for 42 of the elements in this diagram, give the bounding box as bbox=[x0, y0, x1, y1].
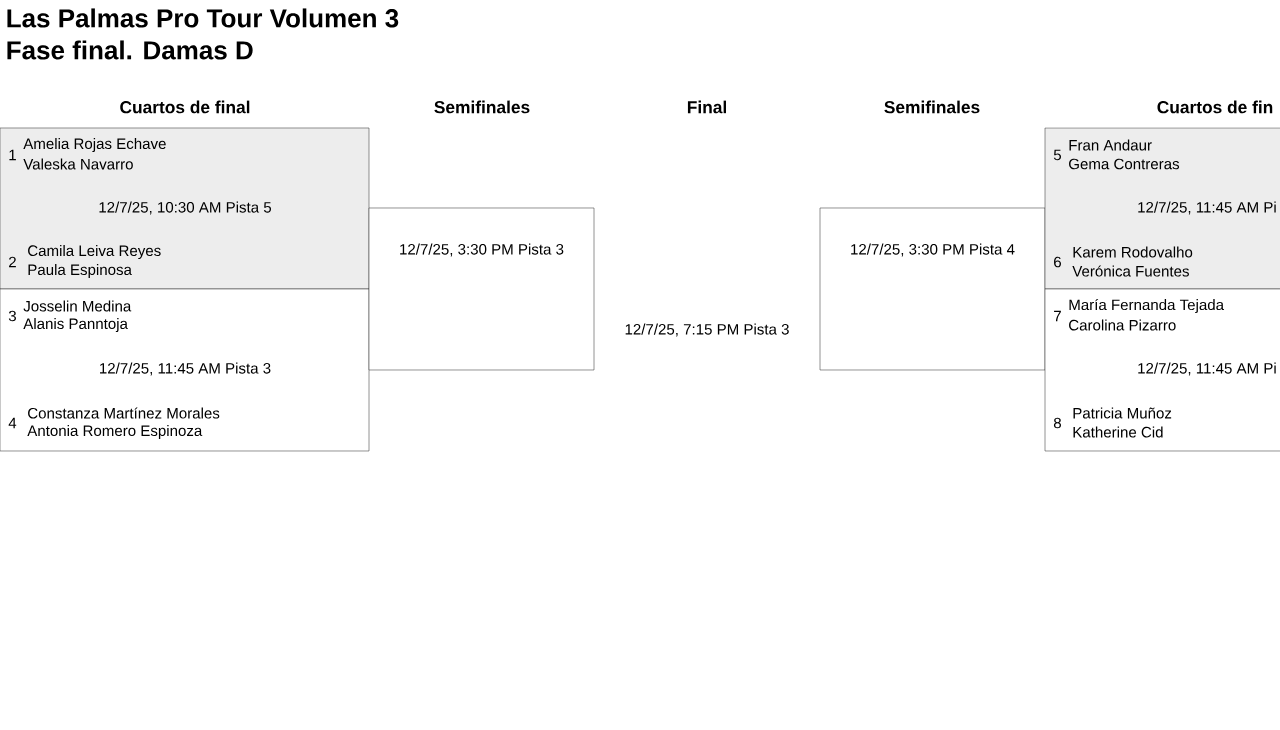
seed-number: 6 bbox=[1054, 256, 1061, 268]
column-header: Final bbox=[687, 100, 726, 114]
match-time: 12/7/25, 3:30 PM Pista 3 bbox=[400, 243, 564, 257]
seed-number: 5 bbox=[1053, 149, 1061, 161]
match-box bbox=[819, 207, 1046, 371]
player-name: Patricia Muñoz bbox=[1073, 407, 1172, 419]
match-time: 12/7/25, 3:30 PM Pista 4 bbox=[851, 243, 1015, 257]
player-name: Constanza Martínez Morales bbox=[28, 407, 220, 419]
match-box bbox=[368, 207, 595, 371]
seed-number: 3 bbox=[8, 310, 16, 322]
seed-number: 4 bbox=[8, 417, 17, 429]
match-time: 12/7/25, 11:45 AM Pi bbox=[1138, 201, 1276, 215]
player-name: Antonia Romero Espinoza bbox=[27, 424, 203, 439]
match-box bbox=[0, 127, 370, 290]
match-box bbox=[1044, 288, 1280, 452]
player-name: Gema Contreras bbox=[1069, 158, 1180, 170]
player-name: Alanis Panntoja bbox=[23, 317, 128, 332]
player-name: María Fernanda Tejada bbox=[1069, 298, 1224, 314]
player-name: Josselin Medina bbox=[23, 300, 132, 312]
seed-number: 2 bbox=[9, 256, 16, 268]
subtitle: Fase final. Damas D bbox=[7, 40, 253, 60]
seed-number: 1 bbox=[9, 149, 16, 161]
player-name: Paula Espinosa bbox=[28, 263, 132, 278]
match-time: 12/7/25, 11:45 AM Pista 3 bbox=[100, 362, 271, 376]
player-name: Valeska Navarro bbox=[23, 158, 133, 170]
match-time: 12/7/25, 11:45 AM Pi bbox=[1138, 362, 1276, 376]
column-header: Semifinales bbox=[884, 100, 980, 114]
column-header: Semifinales bbox=[434, 100, 530, 114]
match-box bbox=[0, 288, 370, 452]
seed-number: 7 bbox=[1054, 310, 1061, 322]
match-time: 12/7/25, 10:30 AM Pista 5 bbox=[99, 201, 272, 215]
player-name: Carolina Pizarro bbox=[1069, 319, 1176, 331]
match-box bbox=[1044, 127, 1280, 290]
player-name: Karem Rodovalho bbox=[1073, 246, 1193, 258]
seed-number: 8 bbox=[1053, 417, 1061, 429]
player-name: Amelia Rojas Echave bbox=[23, 137, 166, 152]
player-name: Katherine Cid bbox=[1073, 426, 1163, 438]
player-name: Camila Leiva Reyes bbox=[28, 244, 161, 259]
player-name: Verónica Fuentes bbox=[1072, 265, 1189, 277]
title: Las Palmas Pro Tour Volumen 3 bbox=[7, 8, 399, 28]
player-name: Fran Andaur bbox=[1069, 139, 1152, 151]
match-time: 12/7/25, 7:15 PM Pista 3 bbox=[625, 323, 789, 337]
